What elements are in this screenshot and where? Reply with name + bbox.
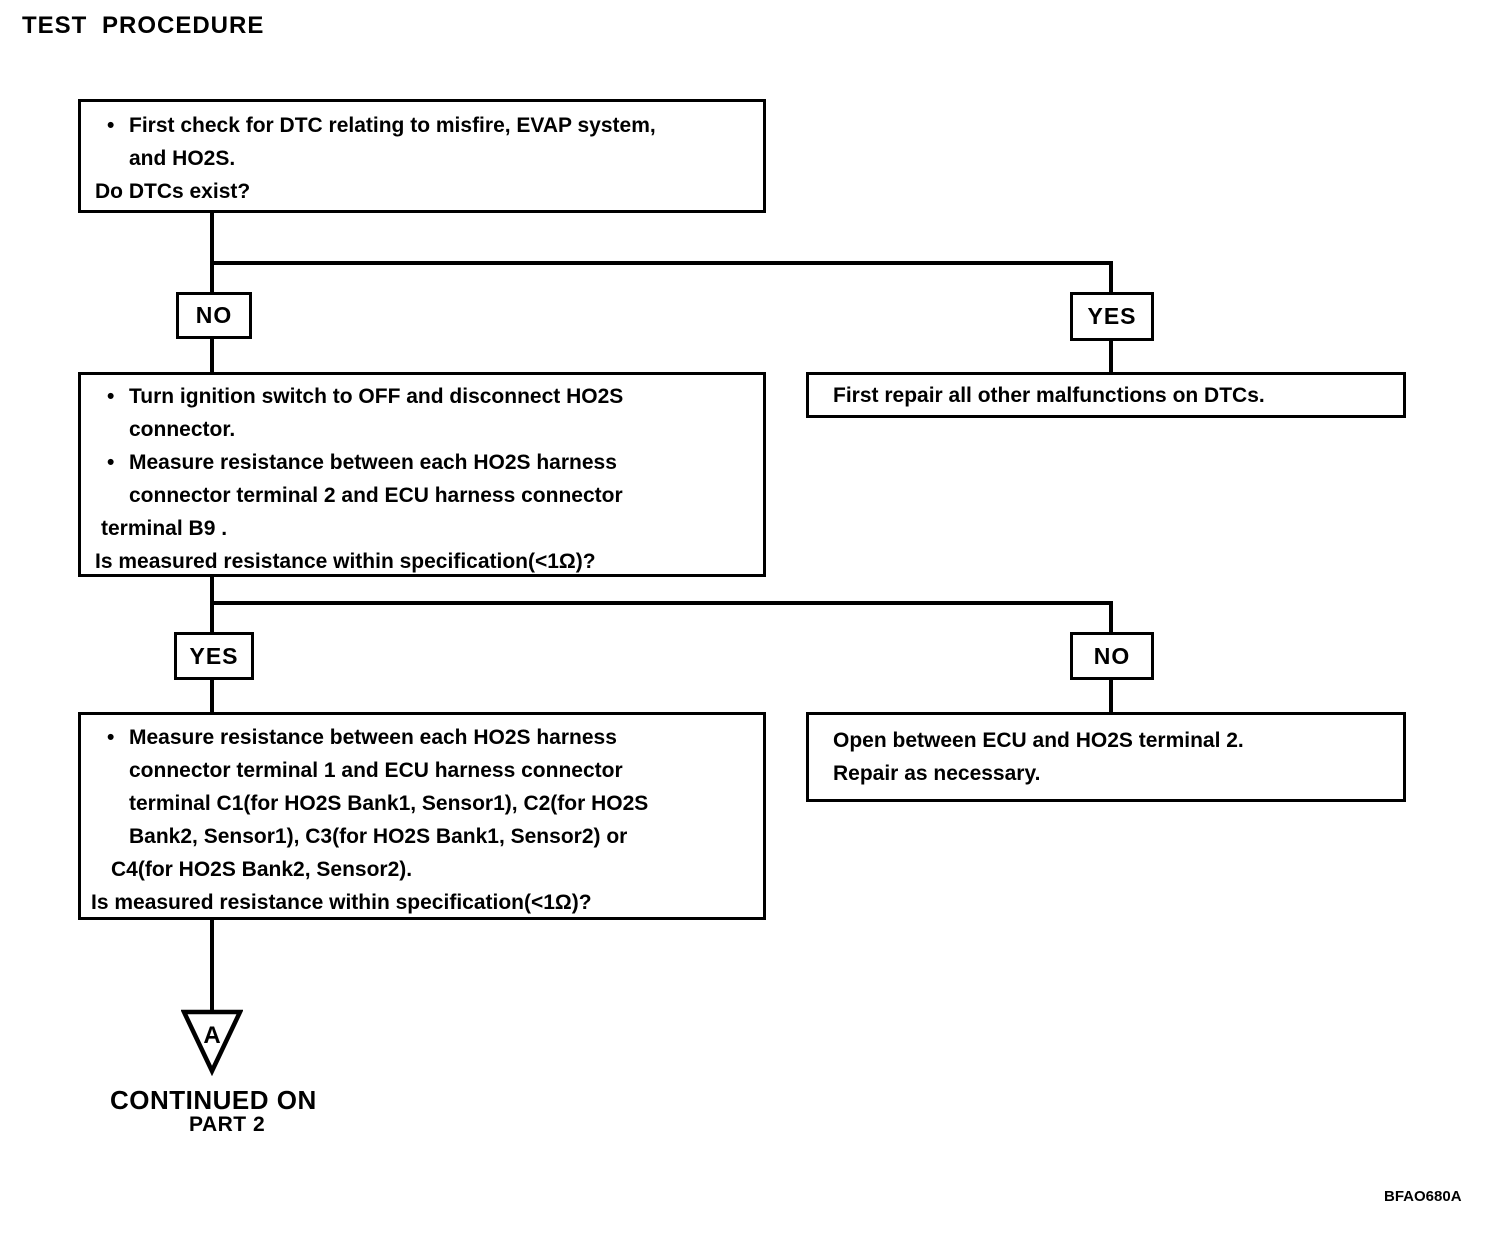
node-question: Is measured resistance within specificat… <box>91 891 592 914</box>
node-question: Is measured resistance within specificat… <box>95 550 596 573</box>
bullet-icon: • <box>107 726 115 749</box>
node-text: Measure resistance between each HO2S har… <box>129 726 617 749</box>
node-text: First check for DTC relating to misfire,… <box>129 114 656 137</box>
connector-line <box>1109 341 1113 372</box>
node-text: Measure resistance between each HO2S har… <box>129 451 617 474</box>
page-title: TEST PROCEDURE <box>22 12 265 39</box>
node-text-line: First repair all other malfunctions on D… <box>833 383 1265 407</box>
triangle-outline <box>181 1009 243 1076</box>
node-text-line: and HO2S. <box>129 147 236 170</box>
node-question: Do DTCs exist? <box>95 180 251 203</box>
connector-letter: A <box>203 1022 220 1049</box>
connector-line <box>1109 601 1113 632</box>
flow-node-check-dtc: • First check for DTC relating to misfire… <box>78 99 766 213</box>
branch-label-no-2: NO <box>1070 632 1154 680</box>
bullet-icon: • <box>107 451 115 474</box>
figure-code: BFAO680A <box>1384 1188 1462 1205</box>
connector-line <box>210 601 1113 605</box>
bullet-icon: • <box>107 385 115 408</box>
triangle-connector-a: A <box>181 1009 243 1076</box>
connector-line <box>1109 261 1113 292</box>
connector-line <box>1109 680 1113 712</box>
flow-node-open-ecu-ho2s: Open between ECU and HO2S terminal 2. Re… <box>806 712 1406 802</box>
node-text-line: connector. <box>129 418 236 441</box>
flow-node-repair-other-dtcs: First repair all other malfunctions on D… <box>806 372 1406 418</box>
connector-line <box>210 339 214 372</box>
node-text-line: connector terminal 1 and ECU harness con… <box>129 759 623 782</box>
bullet-icon: • <box>107 114 115 137</box>
branch-label-yes-2: YES <box>174 632 254 680</box>
node-text-line: • Turn ignition switch to OFF and disconn… <box>81 380 763 413</box>
node-text-line: Repair as necessary. <box>833 762 1041 785</box>
node-text-line: • First check for DTC relating to misfire… <box>81 109 763 142</box>
node-text-line: terminal C1(for HO2S Bank1, Sensor1), C2… <box>129 792 649 815</box>
branch-label-no-1: NO <box>176 292 252 339</box>
connector-line <box>210 213 214 292</box>
node-text-line: terminal B9 . <box>101 517 228 540</box>
continuation-caption-line2: PART 2 <box>189 1113 266 1136</box>
node-text: Turn ignition switch to OFF and disconne… <box>129 385 624 408</box>
connector-line <box>210 920 214 1010</box>
node-text-line: connector terminal 2 and ECU harness con… <box>129 484 623 507</box>
connector-line <box>210 680 214 712</box>
node-text-line: Bank2, Sensor1), C3(for HO2S Bank1, Sens… <box>129 825 628 848</box>
connector-line <box>210 261 1113 265</box>
continuation-caption-line1: CONTINUED ON <box>110 1085 317 1115</box>
node-text-line: Open between ECU and HO2S terminal 2. <box>833 729 1244 752</box>
flow-node-check-ho2s-terminal1: • Measure resistance between each HO2S ha… <box>78 712 766 920</box>
flow-node-check-ho2s-terminal2: • Turn ignition switch to OFF and disconn… <box>78 372 766 577</box>
branch-label-yes-1: YES <box>1070 292 1154 341</box>
node-text-line: C4(for HO2S Bank2, Sensor2). <box>111 858 413 881</box>
node-text-line: • Measure resistance between each HO2S ha… <box>81 721 763 754</box>
node-text-line: • Measure resistance between each HO2S ha… <box>81 446 763 479</box>
